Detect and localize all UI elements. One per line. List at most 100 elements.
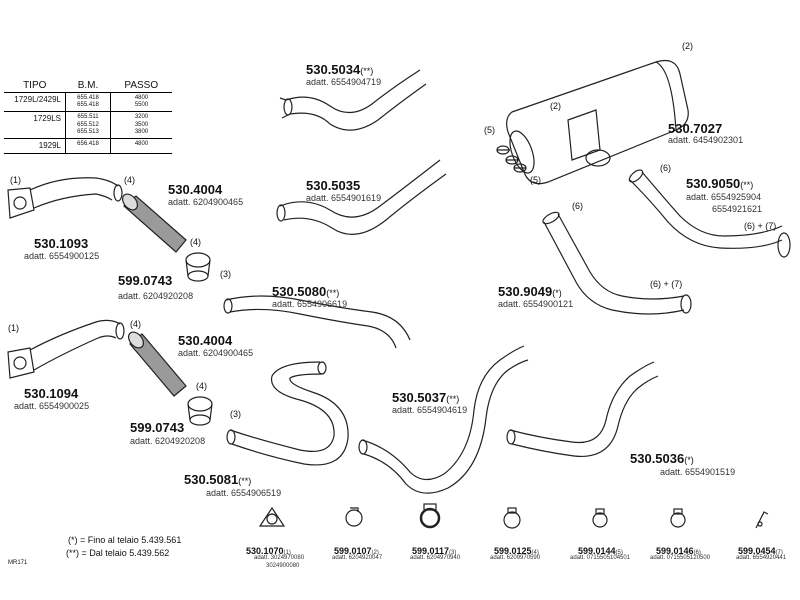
clamp-icon-599-0454[interactable]	[755, 511, 769, 529]
muffler-530-7027[interactable]	[496, 59, 689, 185]
callout-3: (3)	[220, 269, 231, 279]
clamp-icon-599-0144[interactable]	[592, 508, 608, 528]
cell-tipo: 1929L	[4, 138, 66, 154]
cell-passo: 4800 5500	[110, 92, 172, 113]
part-sub-530-4004-a: adatt. 6204900465	[168, 197, 244, 207]
pipe-530-5037[interactable]	[358, 345, 529, 494]
part-note: (**)	[446, 394, 460, 404]
part-label-530-4004-b: 530.4004	[178, 333, 232, 349]
part-code: 530.1094	[24, 386, 79, 401]
part-note: (**)	[238, 476, 252, 486]
clamp-icon-599-0125[interactable]	[503, 507, 521, 529]
callout-6-7: (6) + (7)	[650, 279, 683, 289]
callout-3: (3)	[230, 409, 241, 419]
pipe-530-5081[interactable]	[226, 361, 349, 466]
part-code: 530.9049	[498, 284, 553, 299]
cell-bm: 655.418 655.418	[64, 92, 111, 113]
clamp-icon-599-0107[interactable]	[345, 507, 363, 527]
part-sub-530-5034: adatt. 6554904719	[306, 77, 382, 87]
part-note: (**)	[326, 288, 340, 298]
part-label-599-0743-a: 599.0743	[118, 273, 172, 289]
clamp-icon-530-1070[interactable]	[258, 506, 286, 527]
part-label-530-5035: 530.5035	[306, 178, 360, 194]
col-bm: B.M.	[65, 78, 111, 93]
col-tipo: TIPO	[4, 78, 66, 93]
legend-line-1: (*) = Fino al telaio 5.439.561	[68, 535, 182, 545]
pipe-530-5035[interactable]	[276, 159, 447, 235]
sleeve-599-0743-a[interactable]	[185, 252, 211, 282]
clamp-sub-599-0144: adatt. 0715505104501	[570, 555, 631, 561]
clamp-label-599-0125: 599.0125(4)	[494, 542, 539, 558]
pipe-530-5080[interactable]	[223, 295, 411, 349]
part-sub-530-4004-b: adatt. 6204900465	[178, 348, 254, 358]
part-note: (**)	[360, 66, 374, 76]
part-label-530-5080: 530.5080(**)	[272, 284, 339, 300]
pipe-530-9050[interactable]	[627, 168, 791, 258]
part-label-530-4004-a: 530.4004	[168, 182, 222, 198]
clamp-code: 530.1070	[246, 546, 284, 556]
clamp-label-599-0454: 599.0454(7)	[738, 542, 783, 558]
pipe-530-1094[interactable]	[7, 319, 125, 379]
part-label-599-0743-b: 599.0743	[130, 420, 184, 436]
col-passo: PASSO	[110, 78, 172, 93]
callout-4: (4)	[124, 175, 135, 185]
part-sub-530-5035: adatt. 6554901619	[306, 193, 382, 203]
clamp-label-599-0144: 599.0144(5)	[578, 542, 623, 558]
pipe-530-9049[interactable]	[541, 210, 692, 315]
part-label-530-9050: 530.9050(**)	[686, 176, 753, 192]
part-code: 530.7027	[668, 121, 723, 136]
callout-5: (5)	[484, 125, 495, 135]
part-code: 530.5081	[184, 472, 239, 487]
pipe-530-5036[interactable]	[506, 361, 659, 458]
cell-tipo: 1729L/2429L	[4, 92, 66, 113]
pipe-530-5034[interactable]	[279, 69, 427, 131]
cell-tipo: 1729LS	[4, 111, 66, 139]
clamp-code: 599.0117	[412, 546, 450, 556]
part-sub-530-5081: adatt. 6554906519	[206, 488, 282, 498]
sleeve-599-0743-b[interactable]	[187, 396, 213, 426]
flex-tube-530-4004-b[interactable]	[126, 329, 187, 397]
clamp-label-599-0146: 599.0146(6)	[656, 542, 701, 558]
clamp-num: (3)	[449, 550, 457, 556]
cell-passo: 4800	[110, 138, 172, 154]
clamp-code: 599.0454	[738, 546, 776, 556]
clamp-sub-599-0117: adatt. 6204970940	[410, 555, 461, 561]
part-sub-530-9049: adatt. 6554900121	[498, 299, 574, 309]
part-label-530-1093: 530.1093	[34, 236, 88, 252]
part-label-530-5036: 530.5036(*)	[630, 451, 694, 467]
part-sub2-530-9050: 6554921621	[712, 204, 763, 214]
cell-passo: 3200 3500 3800	[110, 111, 172, 139]
legend-line-2: (**) = Dal telaio 5.439.562	[66, 548, 170, 558]
clamp-sub-599-0146: adatt. 0715505120500	[650, 555, 711, 561]
clamp-icon-599-0117[interactable]	[419, 503, 441, 529]
part-code: 530.1093	[34, 236, 89, 251]
clamp-sub-599-0107: adatt. 6204920047	[332, 555, 383, 561]
part-sub-530-1094: adatt. 6554900025	[14, 401, 90, 411]
clamp-num: (2)	[371, 550, 379, 556]
pipe-530-1093[interactable]	[7, 177, 123, 219]
clamp-icon-599-0146[interactable]	[670, 508, 686, 528]
callout-6: (6)	[660, 163, 671, 173]
part-sub-530-5037: adatt. 6554904619	[392, 405, 468, 415]
clamp-num: (1)	[283, 550, 291, 556]
clamp-sub-599-0125: adatt. 6209970590	[490, 555, 541, 561]
callout-6-7: (6) + (7)	[744, 221, 777, 231]
callout-1: (1)	[10, 175, 21, 185]
clamp-label-599-0107: 599.0107(2)	[334, 542, 379, 558]
table-row: 1729LS 655.511 655.512 655.513 3200 3500…	[4, 111, 172, 139]
clamp-label-530-1070: 530.1070(1)	[246, 542, 291, 558]
part-code: 530.5080	[272, 284, 327, 299]
part-code: 530.4004	[178, 333, 233, 348]
spec-table: TIPO B.M. PASSO 1729L/2429L 655.418 655.…	[4, 78, 172, 154]
part-sub-530-9050: adatt. 6554925904	[686, 192, 762, 202]
clamp-label-599-0117: 599.0117(3)	[412, 542, 456, 558]
part-code: 530.9050	[686, 176, 741, 191]
callout-6: (6)	[572, 201, 583, 211]
flex-tube-530-4004-a[interactable]	[120, 191, 187, 253]
callout-2: (2)	[682, 41, 693, 51]
part-code: 599.0743	[130, 420, 185, 435]
part-code: 530.5036	[630, 451, 685, 466]
clamp-sub-599-0454: adatt. 6554920441	[736, 555, 787, 561]
